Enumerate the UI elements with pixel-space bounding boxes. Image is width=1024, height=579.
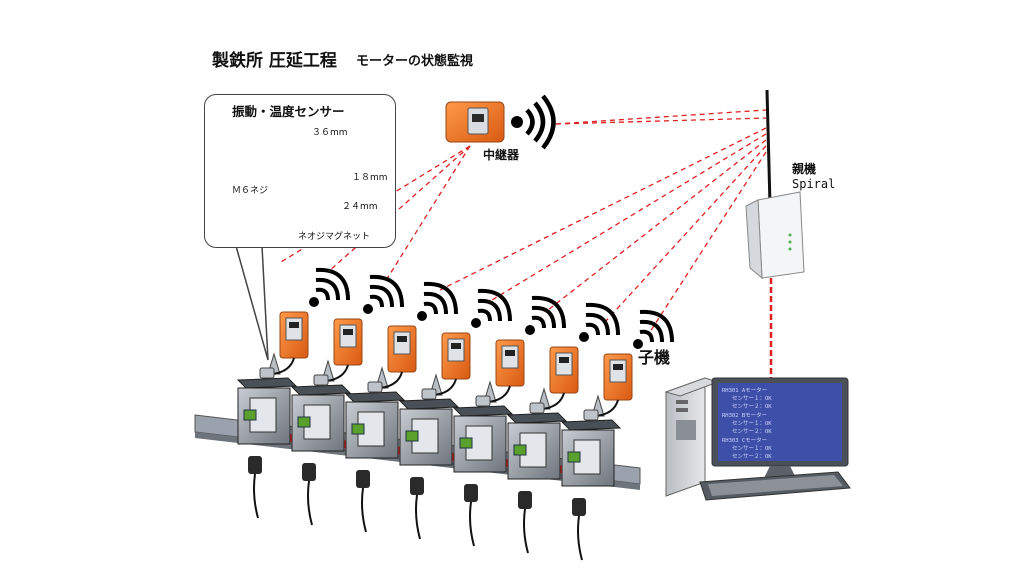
screen-block-2-line2: センサー２：OK <box>732 429 772 435</box>
dim-height-label: １８mm <box>352 173 388 183</box>
child-sensor-5 <box>475 295 566 407</box>
page-title: 製鉄所 圧延工程 <box>212 51 337 71</box>
child-sensor-4 <box>421 288 512 400</box>
base-station-model: Spiral <box>792 177 836 191</box>
motor-3 <box>344 366 406 533</box>
screen-block-1-line1: センサー１：OK <box>732 396 772 402</box>
child-sensor-3 <box>367 281 458 393</box>
motor-5 <box>452 380 514 547</box>
repeater-label: 中継器 <box>483 148 520 162</box>
screen-block-1-line2: センサー２：OK <box>732 404 772 410</box>
child-sensor-6 <box>529 302 620 414</box>
base-station <box>745 89 805 280</box>
motor-7 <box>560 394 622 561</box>
child-sensor-1 <box>259 267 350 379</box>
screen-block-2-line1: センサー１：OK <box>732 421 772 427</box>
screw-label: Ｍ６ネジ <box>232 186 269 196</box>
screen-block-3-line1: センサー１：OK <box>732 446 772 452</box>
child-sensor-2 <box>313 274 404 386</box>
child-units-label: 子機 <box>638 348 671 367</box>
callout-pointer <box>235 245 269 361</box>
motor-1 <box>236 352 298 519</box>
screen-block-3-header: RH303 Cモーター <box>722 438 768 444</box>
callout-heading: 振動・温度センサー <box>232 104 345 119</box>
dim-depth-label: ２４mm <box>342 202 378 212</box>
page-subtitle: モーターの状態監視 <box>356 54 474 69</box>
child-units <box>259 267 674 421</box>
pc-screen <box>718 383 842 461</box>
motor-2 <box>290 359 352 526</box>
screen-block-1-header: RH301 Aモーター <box>722 388 768 394</box>
magnet-label: ネオジマグネット <box>298 232 371 242</box>
motor-row <box>236 352 622 561</box>
motor-4 <box>398 373 460 540</box>
sensor-callout <box>204 94 396 248</box>
monitoring-pc <box>664 377 851 501</box>
screen-block-2-header: RH302 Bモーター <box>722 413 768 419</box>
motor-6 <box>506 387 568 554</box>
base-station-label: 親機 <box>792 162 817 176</box>
dim-width-label: ３６mm <box>312 128 348 138</box>
repeater-unit <box>445 94 556 150</box>
child-sensor-7 <box>583 309 674 421</box>
screen-block-3-line2: センサー２：OK <box>732 454 772 460</box>
